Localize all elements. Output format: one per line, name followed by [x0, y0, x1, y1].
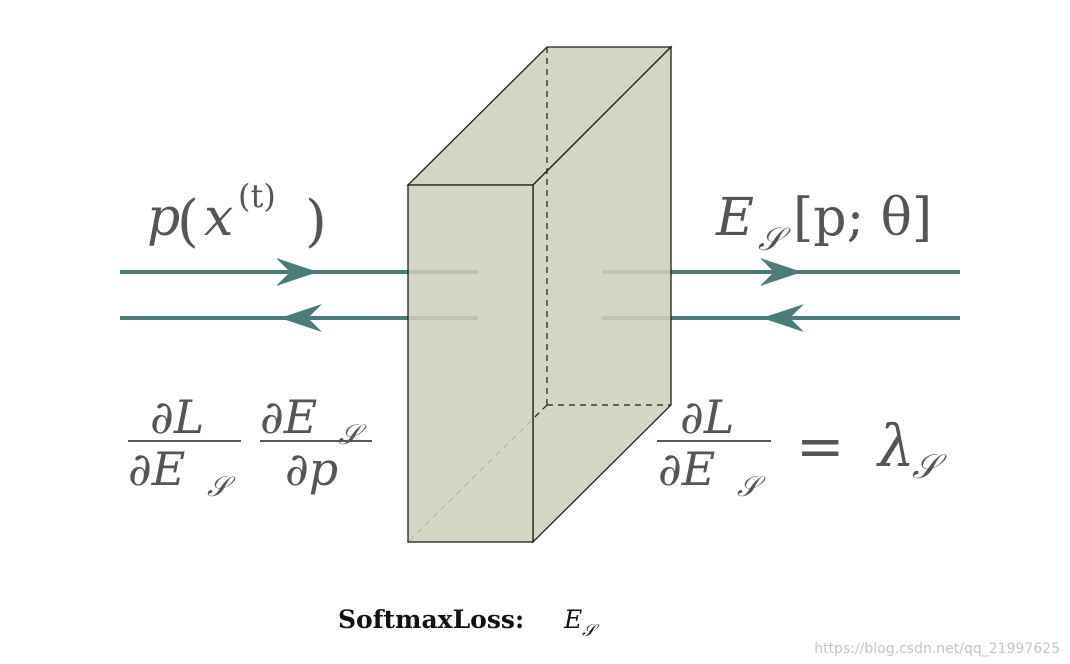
right-gradient: ∂L ∂E 𝒮 = λ 𝒮: [657, 390, 947, 503]
left-frac2-denominator: ∂p: [285, 442, 338, 496]
box-hidden-edges: [407, 47, 671, 543]
output-label-bracket: [p; θ]: [793, 188, 932, 248]
caption: SoftmaxLoss: E 𝒮: [338, 605, 600, 641]
left-frac1-den-sub: 𝒮: [207, 470, 236, 503]
right-frac-den-sub: 𝒮: [737, 470, 766, 503]
left-frac2-num-sub: 𝒮: [338, 418, 367, 451]
left-frac1-denominator: ∂E: [128, 442, 185, 496]
input-label-sup: (t): [238, 177, 276, 215]
caption-E: E: [563, 605, 582, 634]
input-label-x: x: [204, 188, 233, 248]
left-frac2-numerator: ∂E: [260, 390, 317, 444]
right-equals-sign: =: [796, 412, 845, 480]
input-label: p ( x (t) ): [147, 177, 327, 254]
caption-sub: 𝒮: [582, 621, 600, 641]
right-frac-numerator: ∂L: [680, 390, 734, 444]
output-label-E: E: [715, 188, 754, 248]
input-label-p: p: [147, 188, 180, 248]
watermark: https://blog.csdn.net/qq_21997625: [814, 641, 1060, 657]
output-label: E 𝒮 [p; θ]: [715, 188, 932, 258]
left-gradient: ∂L ∂E 𝒮 ∂E 𝒮 ∂p: [128, 390, 372, 503]
right-lambda-sub: 𝒮: [912, 447, 947, 487]
input-label-rparen: ): [305, 189, 327, 254]
layer-box: [406, 45, 673, 544]
output-label-sub: 𝒮: [758, 220, 791, 258]
input-label-lparen: (: [177, 189, 199, 254]
caption-bold-text: SoftmaxLoss:: [338, 605, 524, 634]
right-lambda: λ: [876, 412, 915, 480]
right-frac-denominator: ∂E: [658, 442, 715, 496]
left-frac1-numerator: ∂L: [150, 390, 204, 444]
box-front-face: [407, 184, 534, 543]
